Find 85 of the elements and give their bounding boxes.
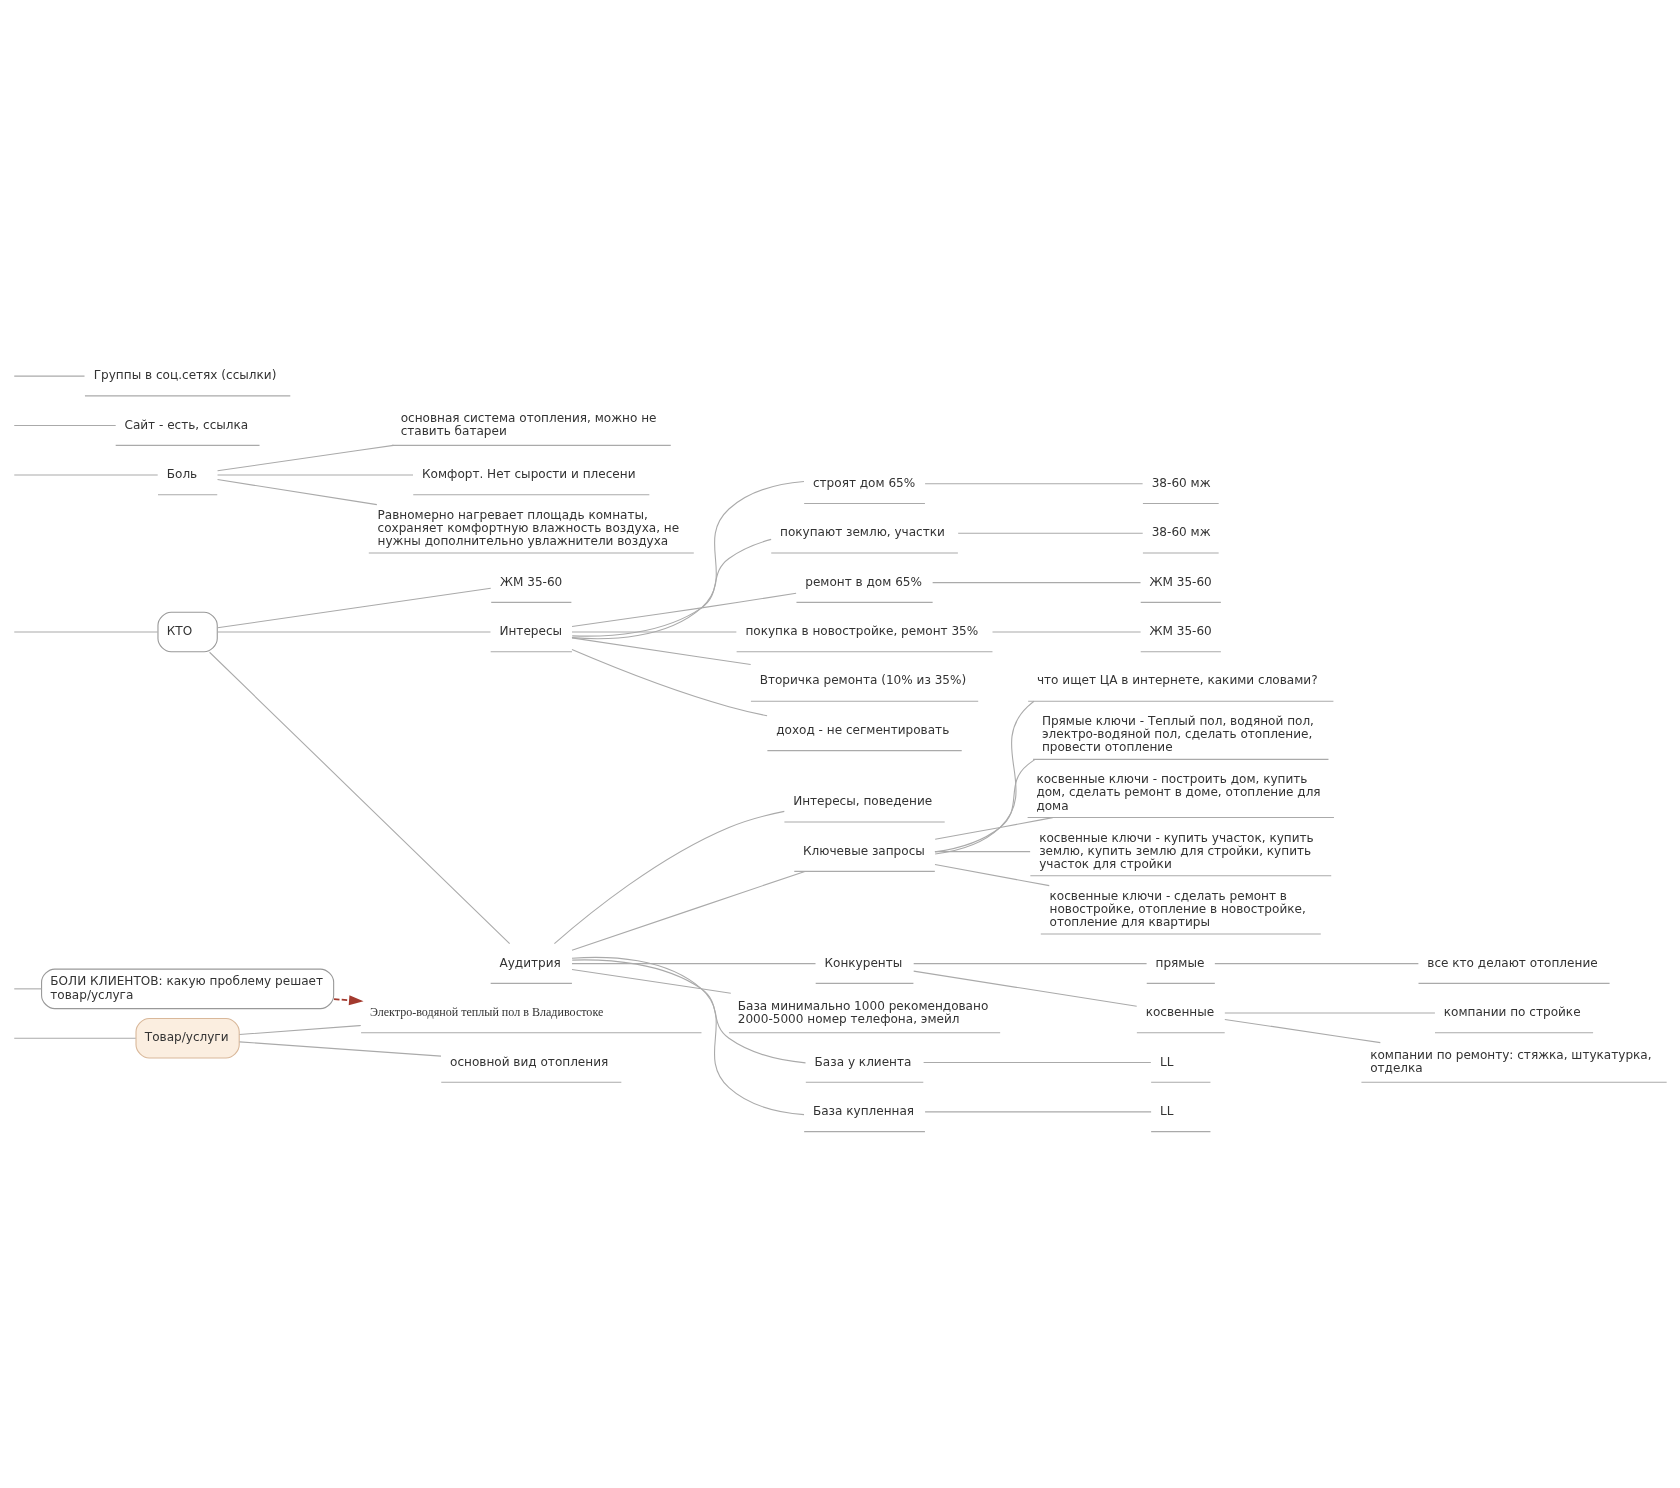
node-text: компании по стройке (1443, 1005, 1581, 1020)
node-text: доход - не сегментировать (776, 722, 950, 737)
connector (571, 480, 805, 640)
connector (957, 532, 1144, 534)
node-box: БОЛИ КЛИЕНТОВ: какую проблему решает товар/услуга (41, 968, 335, 1010)
connector (923, 1061, 1152, 1063)
node-text: Боль (166, 467, 198, 482)
connector (13, 631, 159, 633)
node-text: косвенные ключи - построить дом, купить дом, сделать ремонт в доме, отопление для дома (1036, 772, 1321, 813)
connector (571, 538, 772, 637)
connector (571, 956, 805, 1116)
connector (934, 700, 1035, 855)
node-text: Вторичка ремонта (10% из 35%) (759, 673, 967, 688)
connector (217, 444, 395, 472)
node-box: Товар/услуги (135, 1017, 240, 1059)
node-text: покупка в новостройке, ремонт 35% (745, 624, 979, 639)
connector (1214, 963, 1419, 965)
connector (571, 637, 752, 666)
node-text: База минимально 1000 рекомендовано 2000-5000 номер телефона, эмейл (737, 998, 989, 1026)
node-text: косвенные ключи - сделать ремонт в новостройке, отопление в новостройке, отопление для квартиры (1049, 888, 1306, 930)
node-text: все кто делают отопление (1427, 955, 1598, 970)
node-text: База купленная (812, 1103, 915, 1118)
node-text: ЖМ 35-60 (1149, 574, 1212, 589)
node-text: Сайт - есть, ссылка (124, 417, 249, 432)
node-text: LL (1159, 1054, 1174, 1069)
connector (13, 474, 159, 476)
node-text: ЖМ 35-60 (1149, 624, 1212, 639)
connector (932, 582, 1142, 584)
connector (13, 425, 117, 427)
node-text: Интересы (499, 624, 563, 639)
connector (934, 758, 1036, 853)
arrow (333, 995, 364, 1006)
connector (13, 988, 42, 990)
connector (571, 959, 807, 1064)
node-text: покупают землю, участки (780, 525, 945, 540)
connector (571, 648, 768, 717)
connector (13, 1037, 137, 1039)
connector (571, 963, 817, 965)
node-box: КТО (157, 611, 218, 653)
connector (571, 968, 732, 994)
node-text: Равномерно нагревает площадь комнаты, сохраняет комфортную влажность воздуха, не нужны дополнительно увлажнители воздуха (377, 507, 680, 549)
connector (924, 1111, 1152, 1113)
connector (571, 631, 737, 633)
node-text: Ключевые запросы (803, 843, 925, 858)
connector (217, 478, 378, 506)
node-text: Электро-водяной теплый пол в Владивостоке (369, 1005, 604, 1020)
connector (13, 375, 86, 377)
connector (934, 851, 1031, 853)
node-text: Интересы, поведение (793, 794, 933, 809)
connector (571, 592, 797, 628)
connector (217, 631, 492, 633)
connector (1224, 1012, 1436, 1014)
connector (913, 963, 1148, 965)
connector (553, 810, 785, 945)
connector (209, 651, 511, 945)
node-text: Комфорт. Нет сырости и плесени (422, 467, 636, 482)
node-text: косвенные ключи - купить участок, купить землю, купить землю для стройки, купить участок для стройки (1039, 830, 1314, 871)
node-text: ЖМ 35-60 (500, 574, 563, 589)
node-text: косвенные (1145, 1005, 1215, 1020)
connector (913, 970, 1138, 1007)
connector (991, 631, 1142, 633)
connector (934, 863, 1050, 887)
node-text: Прямые ключи - Теплый пол, водяной пол, электро-водяной пол, сделать отопление, провести отопление (1041, 714, 1314, 755)
connector (1224, 1018, 1381, 1044)
connector (217, 474, 414, 476)
node-text: основной вид отопления (450, 1054, 609, 1069)
node-text: LL (1159, 1103, 1174, 1118)
node-text: ремонт в дом 65% (805, 574, 922, 589)
node-text: прямые (1155, 955, 1205, 970)
connector (571, 870, 806, 951)
connector (934, 817, 1054, 840)
node-text: Группы в соц.сетях (ссылки) (93, 368, 277, 383)
connector (217, 587, 492, 629)
node-text: строят дом 65% (812, 475, 916, 490)
node-text: компании по ремонту: стяжка, штукатурка, отделка (1370, 1047, 1652, 1076)
node-text: Конкуренты (824, 955, 903, 970)
node-text: База у клиента (814, 1054, 912, 1069)
node-text: Аудитрия (499, 955, 561, 970)
connector (238, 1025, 362, 1036)
node-text: 38-60 мж (1151, 525, 1211, 540)
connector (924, 483, 1144, 485)
connector (238, 1041, 442, 1057)
node-text: основная система отопления, можно не ставить батареи (400, 411, 657, 439)
node-text: 38-60 мж (1151, 475, 1211, 490)
node-text: что ищет ЦА в интернете, какими словами? (1036, 673, 1318, 688)
